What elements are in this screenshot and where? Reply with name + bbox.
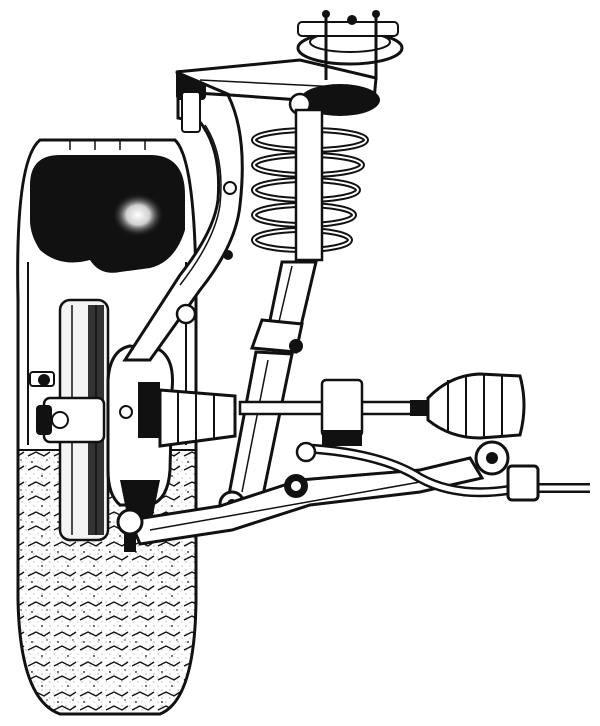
lower-control-arm bbox=[127, 456, 485, 546]
drive-shaft bbox=[238, 378, 462, 446]
ball-joint bbox=[116, 441, 317, 552]
upper-control-arm bbox=[122, 70, 244, 362]
anti-roll-bar bbox=[299, 440, 590, 502]
wheel-hub bbox=[29, 371, 106, 444]
cv-joint-boot bbox=[158, 372, 526, 448]
strut-top-mount bbox=[175, 10, 404, 116]
tire-interior-shadow bbox=[30, 155, 185, 273]
shock-absorber bbox=[218, 108, 324, 518]
